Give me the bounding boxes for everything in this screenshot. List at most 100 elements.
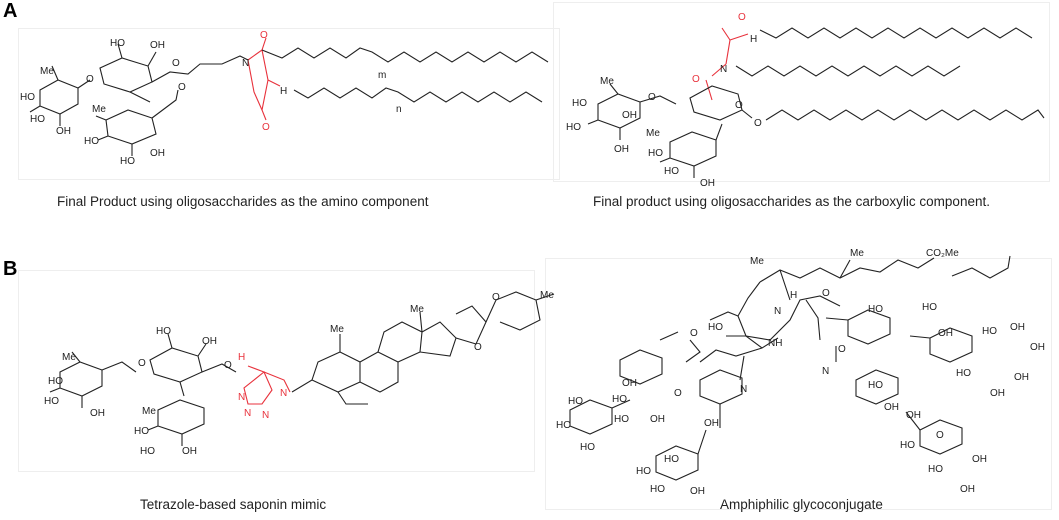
atom-ho: HO <box>636 466 651 477</box>
frame-a-right <box>553 2 1050 182</box>
atom-ho: HO <box>664 454 679 465</box>
atom-ho: HO <box>868 380 883 391</box>
atom-o: O <box>172 58 180 69</box>
atom-o: O <box>138 358 146 369</box>
atom-o: O <box>178 82 186 93</box>
atom-me: Me <box>330 324 344 335</box>
atom-me: Me <box>62 352 76 363</box>
atom-oh: OH <box>700 178 715 189</box>
atom-me: Me <box>850 248 864 259</box>
atom-ho: HO <box>572 98 587 109</box>
atom-oh: OH <box>202 336 217 347</box>
atom-oh: OH <box>150 148 165 159</box>
atom-oh: OH <box>884 402 899 413</box>
atom-ho: HO <box>708 322 723 333</box>
atom-nh: H <box>238 352 245 363</box>
atom-n: N <box>242 58 249 69</box>
atom-me: Me <box>600 76 614 87</box>
atom-ho: HO <box>156 326 171 337</box>
atom-ho: HO <box>580 442 595 453</box>
caption-b-left: Tetrazole-based saponin mimic <box>140 497 327 512</box>
atom-me: Me <box>92 104 106 115</box>
atom-o: O <box>754 118 762 129</box>
atom-ho: HO <box>956 368 971 379</box>
atom-n: N <box>262 410 269 421</box>
atom-ho: HO <box>648 148 663 159</box>
atom-oh: OH <box>990 388 1005 399</box>
atom-me: Me <box>410 304 424 315</box>
atom-n: N <box>720 64 727 75</box>
atom-ho: HO <box>664 166 679 177</box>
panel-letter-b: B <box>3 258 18 280</box>
atom-n: N <box>280 388 287 399</box>
atom-nh: NH <box>768 338 782 349</box>
frame-b-right <box>545 258 1052 510</box>
atom-oh: OH <box>622 110 637 121</box>
atom-n: N <box>774 306 781 317</box>
atom-me: Me <box>40 66 54 77</box>
atom-oh: OH <box>1030 342 1045 353</box>
atom-ho: HO <box>48 376 63 387</box>
atom-n-sub: n <box>396 104 402 115</box>
atom-n: N <box>822 366 829 377</box>
atom-ho: HO <box>922 302 937 313</box>
atom-o: O <box>735 100 743 111</box>
caption-a-left: Final Product using oligosaccharides as … <box>57 194 429 209</box>
atom-ho: HO <box>134 426 149 437</box>
atom-oh: OH <box>56 126 71 137</box>
atom-nh: H <box>790 290 797 301</box>
atom-o: O <box>738 12 746 23</box>
atom-oh: OH <box>150 40 165 51</box>
atom-n: N <box>244 408 251 419</box>
atom-ho: HO <box>20 92 35 103</box>
panel-letter-a: A <box>3 0 18 22</box>
atom-n: N <box>238 392 245 403</box>
caption-b-right: Amphiphilic glycoconjugate <box>720 497 883 512</box>
atom-ho: HO <box>982 326 997 337</box>
atom-co2me: CO₂Me <box>926 248 959 259</box>
atom-oh: OH <box>972 454 987 465</box>
atom-o: O <box>260 30 268 41</box>
atom-ho: HO <box>614 414 629 425</box>
structure-b-right <box>569 255 1011 481</box>
atom-ho: HO <box>44 396 59 407</box>
atom-oh: OH <box>90 408 105 419</box>
structure-a-right <box>587 27 1045 178</box>
atom-ho: HO <box>110 38 125 49</box>
atom-oh: OH <box>1010 322 1025 333</box>
atom-oh: OH <box>182 446 197 457</box>
atom-nh: H <box>280 86 287 97</box>
atom-me: Me <box>646 128 660 139</box>
atom-ho: HO <box>868 304 883 315</box>
atom-o: O <box>262 122 270 133</box>
atom-oh: OH <box>690 486 705 497</box>
atom-o: O <box>690 328 698 339</box>
structure-a-left <box>29 37 549 156</box>
atom-oh: OH <box>1014 372 1029 383</box>
structure-b-left <box>49 291 555 446</box>
caption-a-right: Final product using oligosaccharides as … <box>593 194 990 209</box>
atom-o: O <box>492 292 500 303</box>
atom-oh: OH <box>614 144 629 155</box>
atom-ho: HO <box>568 396 583 407</box>
atom-n: N <box>740 384 747 395</box>
atom-oh: OH <box>622 378 637 389</box>
atom-ho: HO <box>650 484 665 495</box>
atom-oh: OH <box>650 414 665 425</box>
atom-ho: HO <box>84 136 99 147</box>
atom-o: O <box>838 344 846 355</box>
atom-oh: OH <box>704 418 719 429</box>
atom-ho: HO <box>120 156 135 167</box>
atom-o: O <box>822 288 830 299</box>
atom-oh: OH <box>938 328 953 339</box>
frame-b-left <box>18 270 535 472</box>
atom-ho: HO <box>556 420 571 431</box>
atom-o: O <box>224 360 232 371</box>
atom-ho: HO <box>30 114 45 125</box>
atom-ho: HO <box>612 394 627 405</box>
atom-o: O <box>936 430 944 441</box>
atom-o: O <box>474 342 482 353</box>
frame-a-left <box>18 28 560 180</box>
atom-o: O <box>648 92 656 103</box>
